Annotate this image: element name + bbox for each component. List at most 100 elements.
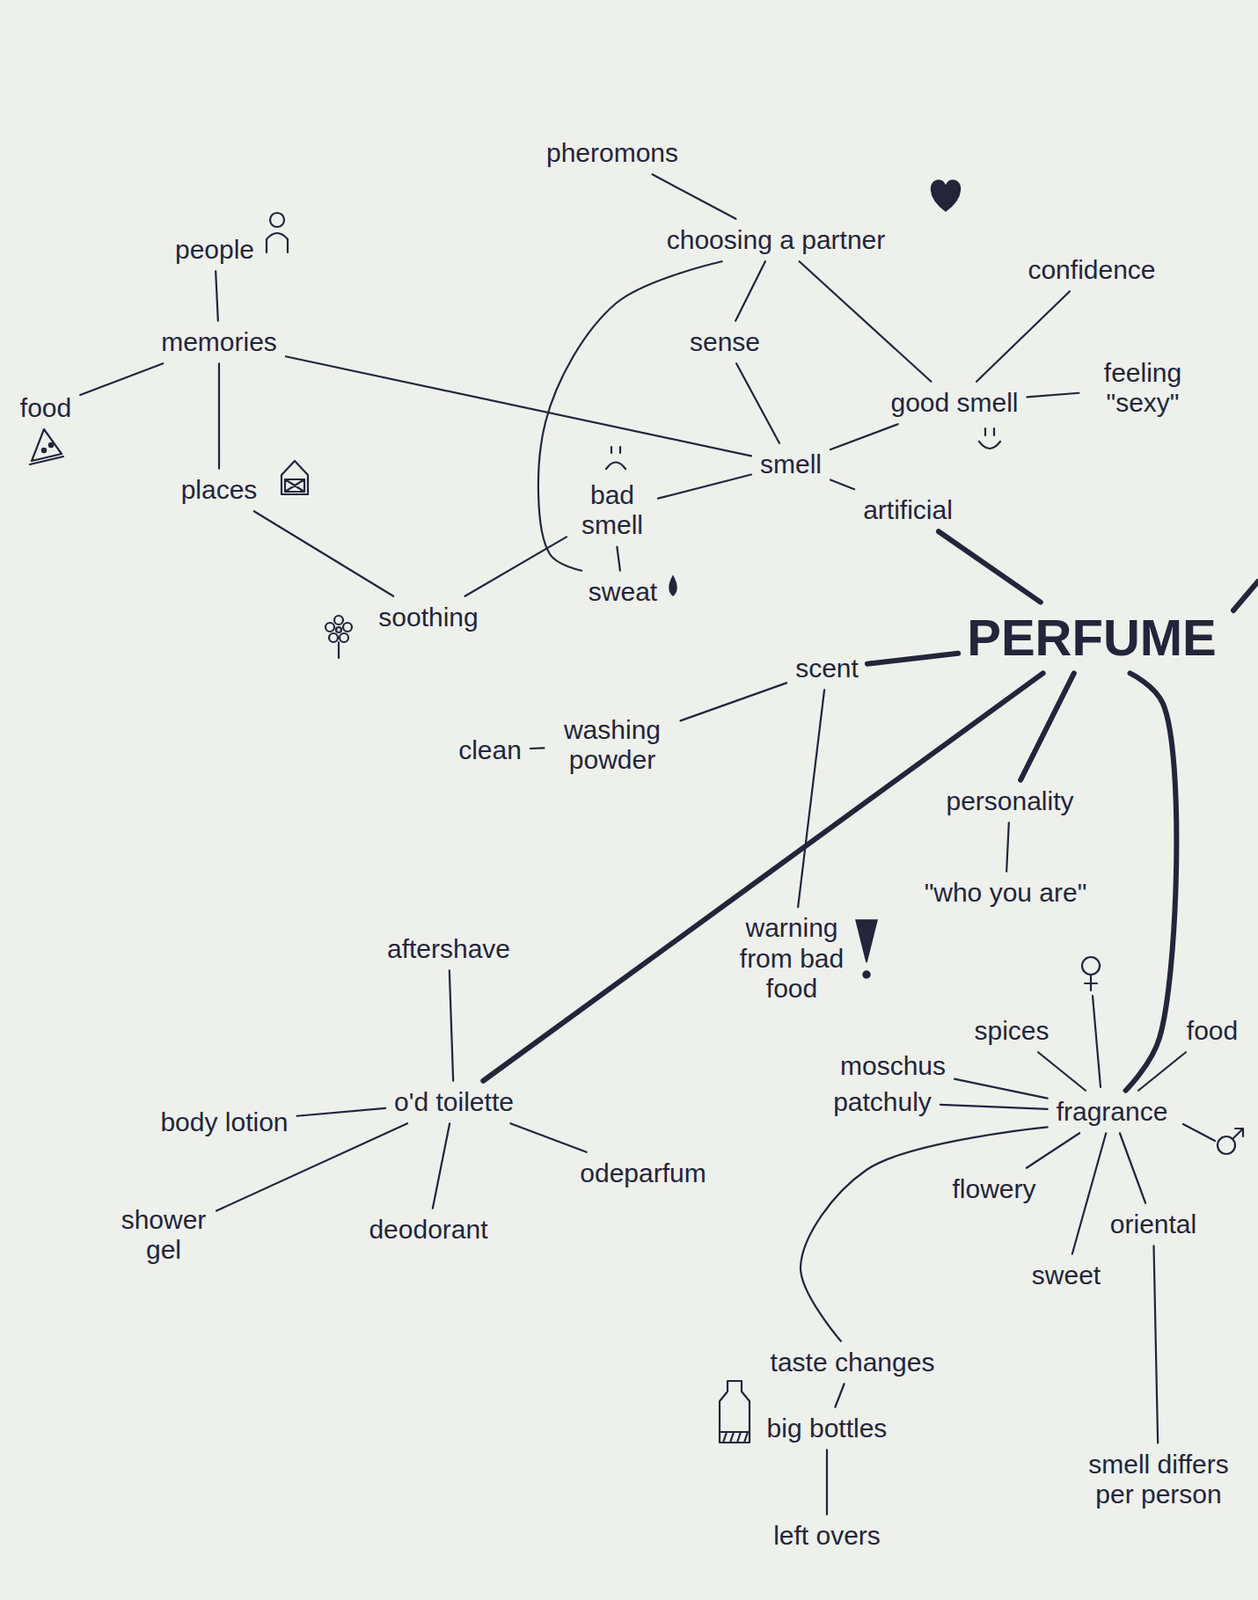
node-text: "who you are" [924, 877, 1088, 909]
branch-line [867, 653, 959, 665]
pizza-icon [29, 429, 64, 465]
node-text: personality [945, 786, 1074, 818]
mind-map-node: flowery [946, 1171, 1041, 1208]
mind-map-node: scent [789, 650, 864, 688]
mind-map-node: people [169, 232, 260, 269]
mind-map-node: o'd toilette [388, 1084, 520, 1121]
mind-map-node: warning from bad food [732, 910, 851, 1008]
frown-icon [606, 446, 626, 469]
mind-map-node: soothing [373, 599, 483, 637]
node-text: sweat [588, 577, 658, 608]
pizza-crust [29, 456, 64, 465]
female-circle [1082, 957, 1100, 975]
person-icon [266, 212, 288, 253]
mind-map-node: patchuly [827, 1084, 937, 1121]
node-text: left overs [773, 1521, 881, 1552]
branch-line [465, 536, 567, 596]
node-text: soothing [378, 602, 478, 634]
branch-line [510, 1123, 586, 1153]
branch-line [449, 970, 454, 1082]
node-text: smell [760, 449, 822, 481]
mind-map-node: clean [453, 732, 527, 769]
flower-stem [337, 642, 340, 659]
branch-line [1026, 1133, 1080, 1169]
flower-petal [334, 615, 344, 625]
branch-line [830, 480, 855, 491]
node-text: feeling "sexy" [1088, 358, 1199, 419]
pizza-topping [42, 448, 47, 454]
mind-map-node: fragrance [1051, 1094, 1174, 1131]
bottle-outline [719, 1381, 750, 1443]
mind-map-node: smell differs per person [1081, 1447, 1237, 1514]
person-head [270, 212, 285, 227]
pizza-slice [31, 429, 62, 461]
node-text: pheromons [546, 138, 679, 169]
branch-line [1072, 1133, 1106, 1255]
mind-map-node: food [1181, 1013, 1244, 1050]
mind-map-node: places [175, 472, 264, 509]
mind-map-node: taste changes [765, 1345, 941, 1382]
flower-petal [339, 633, 349, 643]
node-text: memories [160, 327, 278, 359]
female-cross [1084, 974, 1098, 991]
node-text: choosing a partner [666, 225, 886, 256]
branch-line [680, 682, 788, 721]
mind-map-node: sweet [1026, 1258, 1106, 1295]
branch-line [1006, 822, 1010, 872]
branch-line [799, 261, 932, 382]
node-text: places [181, 475, 258, 506]
house-window [285, 479, 305, 492]
leader-line [1183, 1124, 1215, 1141]
branch-line [652, 174, 737, 220]
mind-map-node: "who you are" [919, 875, 1093, 912]
person-body [266, 233, 288, 253]
branch-line [954, 1079, 1048, 1099]
node-text: bad smell [575, 480, 650, 542]
frown-mouth [606, 462, 626, 470]
smiley-icon [979, 428, 1001, 449]
smile-eyes [985, 428, 995, 436]
male-arrow [1232, 1128, 1244, 1140]
mind-map-node: oriental [1104, 1206, 1202, 1244]
branch-line [215, 270, 219, 322]
branch-line [1027, 393, 1080, 398]
node-text: good smell [890, 387, 1018, 419]
branch-line [1138, 1052, 1186, 1091]
node-text: o'd toilette [394, 1087, 514, 1119]
mind-map-node: good smell [884, 385, 1024, 422]
pizza-topping [49, 443, 54, 448]
node-text: moschus [840, 1051, 946, 1083]
mind-map-node: odeparfum [574, 1155, 711, 1193]
mind-map-node: feeling "sexy" [1082, 355, 1204, 422]
branch-line [938, 531, 1041, 602]
flower-petal [343, 622, 352, 632]
mind-map-node: bad smell [570, 477, 655, 544]
frown-eyes [611, 446, 621, 454]
node-text: taste changes [770, 1347, 936, 1379]
node-text: confidence [1027, 255, 1156, 286]
branch-line [797, 689, 825, 907]
node-text: oriental [1110, 1209, 1197, 1241]
branch-line [616, 547, 621, 571]
branch-line [658, 475, 752, 499]
branch-line [1119, 1133, 1146, 1204]
mind-map-node: moschus [834, 1048, 951, 1085]
branch-line [976, 291, 1070, 382]
branch-line [830, 424, 899, 450]
node-text: food [20, 393, 72, 425]
flower-center [336, 627, 342, 633]
node-text: PERFUME [966, 608, 1217, 668]
node-text: sweet [1031, 1260, 1101, 1292]
bottle-icon [719, 1381, 750, 1443]
branch-line [530, 746, 545, 750]
node-text: clean [458, 735, 522, 767]
offpage-branch [1233, 581, 1258, 611]
heart-icon [931, 180, 961, 212]
mind-map-node: PERFUME [961, 606, 1222, 671]
branch-line [800, 1126, 1048, 1341]
mind-map-node: left overs [767, 1518, 886, 1555]
flower-petal [325, 622, 335, 632]
mind-map-node: confidence [1022, 252, 1161, 289]
